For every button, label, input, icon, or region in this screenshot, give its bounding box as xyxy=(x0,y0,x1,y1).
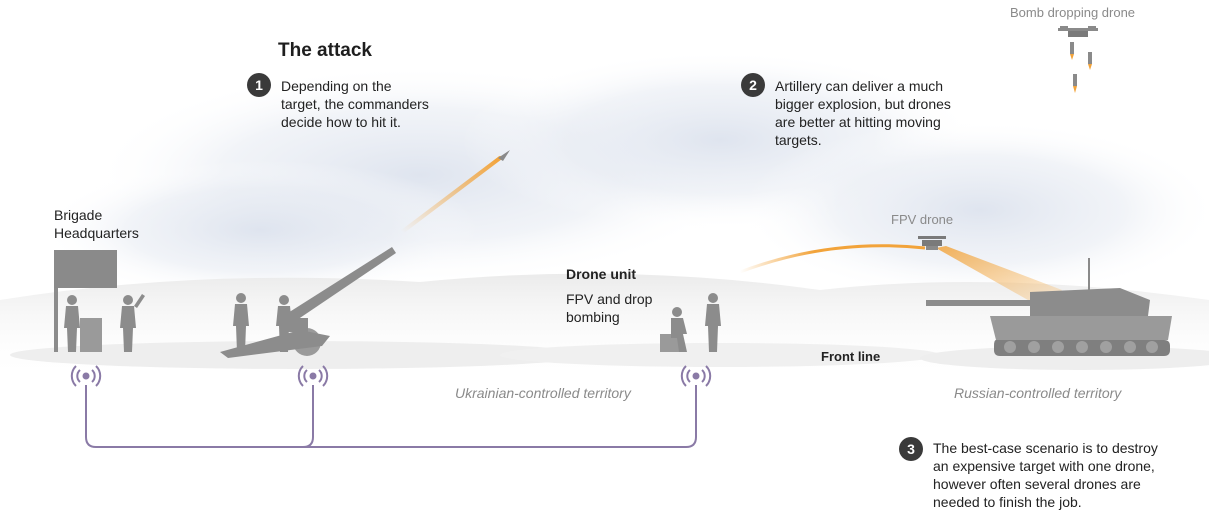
russia-territory-label: Russian-controlled territory xyxy=(954,385,1122,401)
step-3-badge: 3 xyxy=(899,437,923,461)
step-2-text: Artillery can deliver a much bigger expl… xyxy=(775,77,995,149)
signal-icon-hq xyxy=(70,365,102,387)
step-3-line: however often several drones are xyxy=(933,476,1141,492)
hq-board xyxy=(54,250,117,352)
bomb-drone-label: Bomb dropping drone xyxy=(1010,5,1136,20)
step-3-line: an expensive target with one drone, xyxy=(933,458,1155,474)
step-3-text: The best-case scenario is to destroy an … xyxy=(933,439,1193,511)
step-2-line: Artillery can deliver a much xyxy=(775,78,944,94)
step-2-line: are better at hitting moving xyxy=(775,114,941,130)
drone-operators xyxy=(660,293,721,352)
tank xyxy=(926,258,1172,356)
brigade-hq-label: Brigade Headquarters xyxy=(54,206,139,242)
drone-unit-desc-line: bombing xyxy=(566,309,620,325)
brigade-hq-line: Brigade xyxy=(54,207,103,223)
signal-icon-drone-unit xyxy=(680,365,712,387)
artillery-crew xyxy=(233,293,292,352)
step-1-text: Depending on the target, the commanders … xyxy=(281,77,481,131)
drone-unit-desc: FPV and drop bombing xyxy=(566,290,652,326)
bomb-drone-icon xyxy=(1058,26,1098,93)
howitzer xyxy=(220,247,396,358)
drone-unit-title: Drone unit xyxy=(566,266,636,282)
step-1-line: target, the commanders xyxy=(281,96,429,112)
signal-icon-artillery xyxy=(297,365,329,387)
front-line-label: Front line xyxy=(821,349,881,364)
step-2-line: targets. xyxy=(775,132,822,148)
step-1-line: Depending on the xyxy=(281,78,392,94)
step-1-badge: 1 xyxy=(247,73,271,97)
step-2-line: bigger explosion, but drones xyxy=(775,96,951,112)
fpv-drone-icon xyxy=(918,236,946,250)
sky-haze xyxy=(40,50,1209,300)
hq-soldiers xyxy=(64,294,145,352)
drone-unit-desc-line: FPV and drop xyxy=(566,291,653,307)
fpv-drone-label: FPV drone xyxy=(891,212,954,227)
diagram-title: The attack xyxy=(278,40,372,61)
step-2-badge: 2 xyxy=(741,73,765,97)
step-3-line: needed to finish the job. xyxy=(933,494,1082,510)
brigade-hq-line: Headquarters xyxy=(54,225,139,241)
step-3-line: The best-case scenario is to destroy xyxy=(933,440,1158,456)
communication-network xyxy=(85,385,697,448)
step-1-line: decide how to hit it. xyxy=(281,114,401,130)
ukraine-territory-label: Ukrainian-controlled territory xyxy=(455,385,631,401)
shell-trajectory xyxy=(400,150,510,234)
